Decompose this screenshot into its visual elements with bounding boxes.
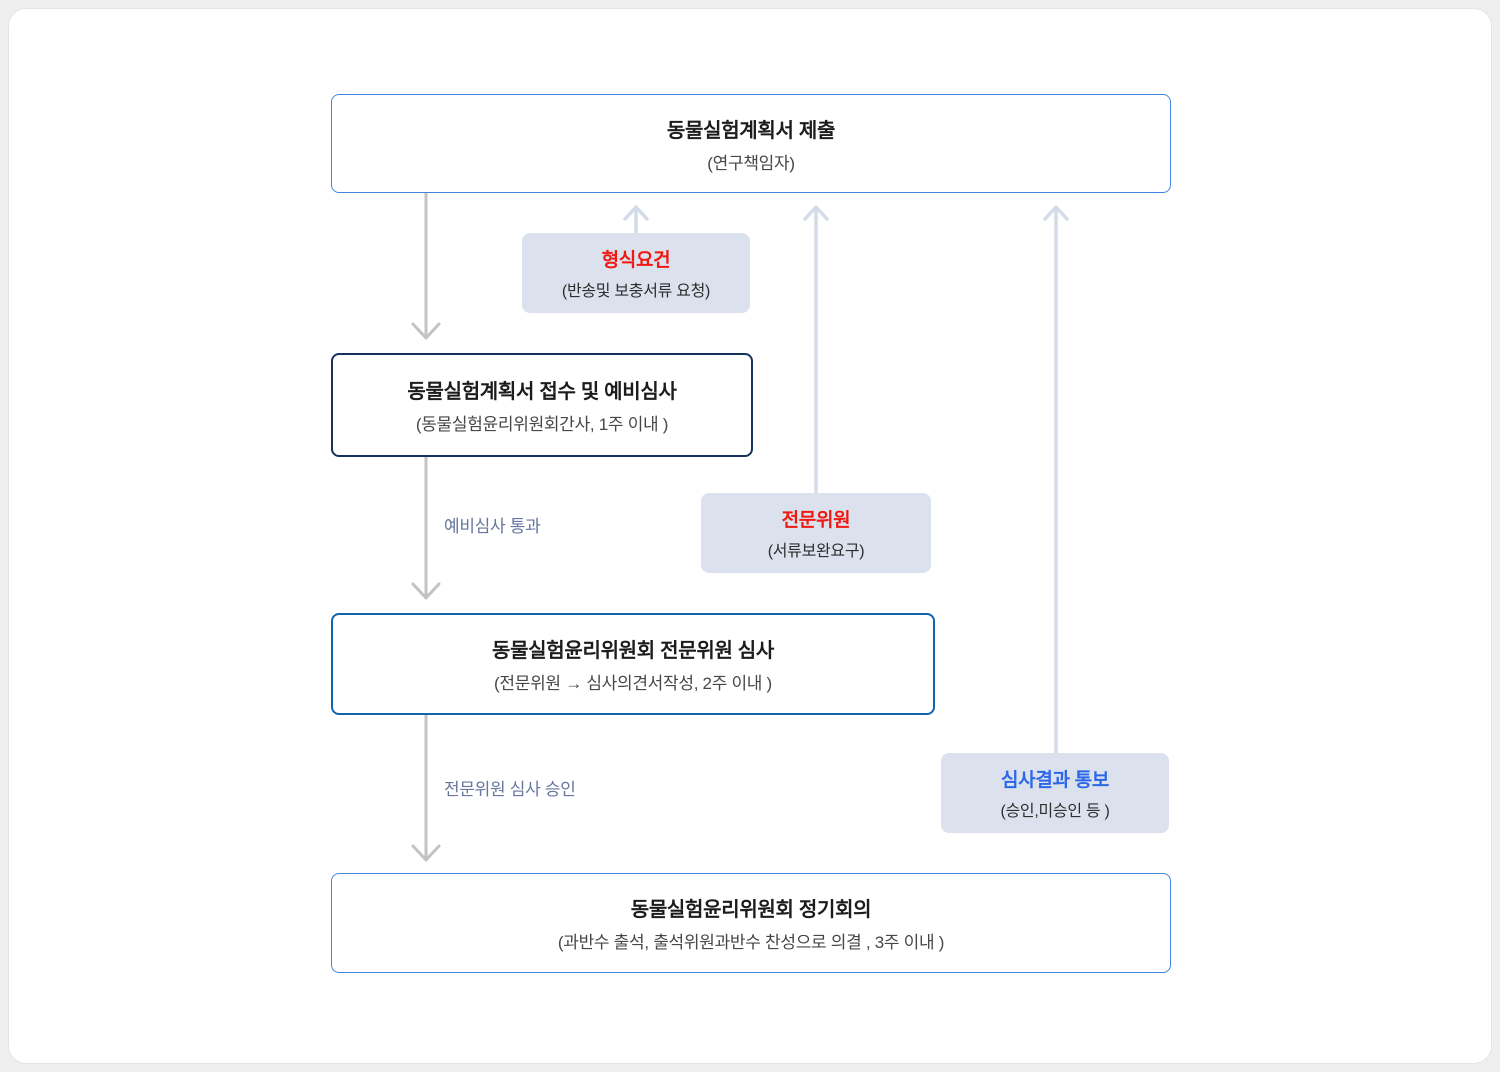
arrow-receipt-to-expert-review [411,453,441,600]
edge-label-preliminary-pass: 예비심사 통과 [444,517,541,536]
node-plan-submission: 동물실험계획서 제출 (연구책임자) [331,94,1171,193]
diagram-panel: 동물실험계획서 제출 (연구책임자) 동물실험계획서 접수 및 예비심사 (동물… [8,8,1492,1064]
node-expert-review-subtitle: (전문위원 → 심사의견서작성, 2주 이내 ) [494,674,772,693]
callout-expert-member-title: 전문위원 [781,510,851,531]
node-receipt-preliminary-review: 동물실험계획서 접수 및 예비심사 (동물실험윤리위원회간사, 1주 이내 ) [331,353,753,457]
callout-expert-member: 전문위원 (서류보완요구) [701,493,931,573]
callout-review-result-notice: 심사결과 통보 (승인,미승인 등 ) [941,753,1169,833]
node-receipt-title: 동물실험계획서 접수 및 예비심사 [407,381,677,403]
arrow-layer [411,191,1069,862]
node-receipt-subtitle: (동물실험윤리위원회간사, 1주 이내 ) [415,415,669,434]
node-plan-submission-title: 동물실험계획서 제출 [666,119,836,142]
flowchart-stage: 동물실험계획서 제출 (연구책임자) 동물실험계획서 접수 및 예비심사 (동물… [9,9,1491,1063]
node-expert-review-title: 동물실험윤리위원회 전문위원 심사 [491,640,774,662]
callout-formal-requirements: 형식요건 (반송및 보충서류 요청) [522,233,750,313]
arrow-submit-to-receipt [411,191,441,340]
arrow-formal-requirements-return [623,205,649,235]
node-regular-meeting: 동물실험윤리위원회 정기회의 (과반수 출석, 출석위원과반수 찬성으로 의결 … [331,873,1171,973]
callout-expert-member-subtitle: (서류보완요구) [767,543,865,560]
node-regular-meeting-subtitle: (과반수 출석, 출석위원과반수 찬성으로 의결 , 3주 이내 ) [557,933,945,952]
edge-label-expert-approval: 전문위원 심사 승인 [444,780,576,799]
node-plan-submission-subtitle: (연구책임자) [707,153,795,173]
arrow-result-notice-return [1043,205,1069,755]
callout-review-result-notice-title: 심사결과 통보 [1000,770,1110,791]
arrow-expert-review-to-meeting [411,711,441,862]
node-expert-committee-review: 동물실험윤리위원회 전문위원 심사 (전문위원 → 심사의견서작성, 2주 이내… [331,613,935,715]
node-regular-meeting-title: 동물실험윤리위원회 정기회의 [630,899,872,921]
callout-formal-requirements-title: 형식요건 [601,250,671,271]
callout-formal-requirements-subtitle: (반송및 보충서류 요청) [561,283,711,300]
arrow-expert-member-return [803,205,829,495]
callout-review-result-notice-subtitle: (승인,미승인 등 ) [1000,803,1110,820]
